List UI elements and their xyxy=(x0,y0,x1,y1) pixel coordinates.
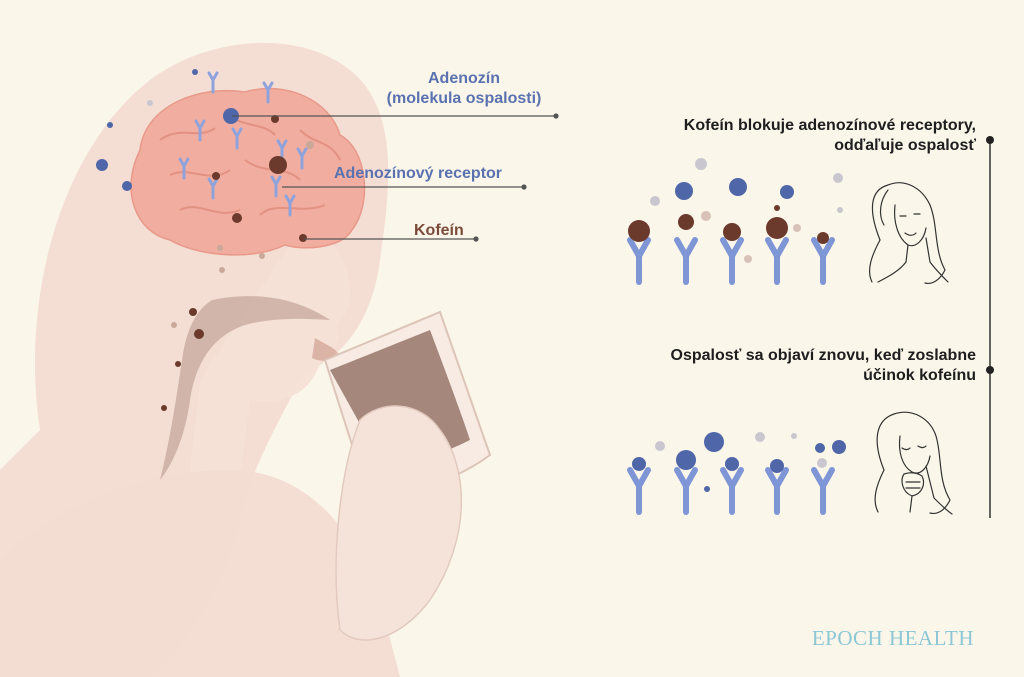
shoulder xyxy=(0,470,400,677)
label-adenosine-line1: Adenozín xyxy=(428,70,500,87)
label-receptor: Adenozínový receptor xyxy=(334,165,503,182)
label-caffeine: Kofeín xyxy=(414,222,464,239)
caption-bottom-line2: účinok kofeínu xyxy=(863,367,976,384)
label-adenosine: Adenozín (molekula ospalosti) xyxy=(372,69,556,109)
hands xyxy=(335,405,463,641)
caption-bottom-line1: Ospalosť sa objaví znovu, keď zoslabne xyxy=(670,347,976,364)
head-molecules xyxy=(96,69,314,411)
brand-logo: EPOCH HEALTH xyxy=(811,626,974,650)
awake-woman-portrait xyxy=(868,182,949,285)
leader-lines xyxy=(232,113,559,242)
caption-sleepiness-returns: Ospalosť sa objaví znovu, keď zoslabne ú… xyxy=(671,346,976,386)
timeline xyxy=(986,136,994,518)
caption-top-line2: odďaľuje ospalosť xyxy=(834,137,976,154)
caption-caffeine-blocks: Kofeín blokuje adenozínové receptory, od… xyxy=(684,116,976,156)
sleepy-woman-portrait xyxy=(874,411,953,515)
label-adenosine-line2: (molekula ospalosti) xyxy=(386,90,542,107)
lips xyxy=(312,338,340,361)
brain xyxy=(130,71,366,256)
caption-top-line1: Kofeín blokuje adenozínové receptory, xyxy=(683,117,976,134)
panel-sleepiness-returns xyxy=(630,432,846,512)
brain-shape xyxy=(130,87,366,256)
coffee-stream xyxy=(160,296,330,480)
panel-caffeine-blocking xyxy=(628,158,843,282)
